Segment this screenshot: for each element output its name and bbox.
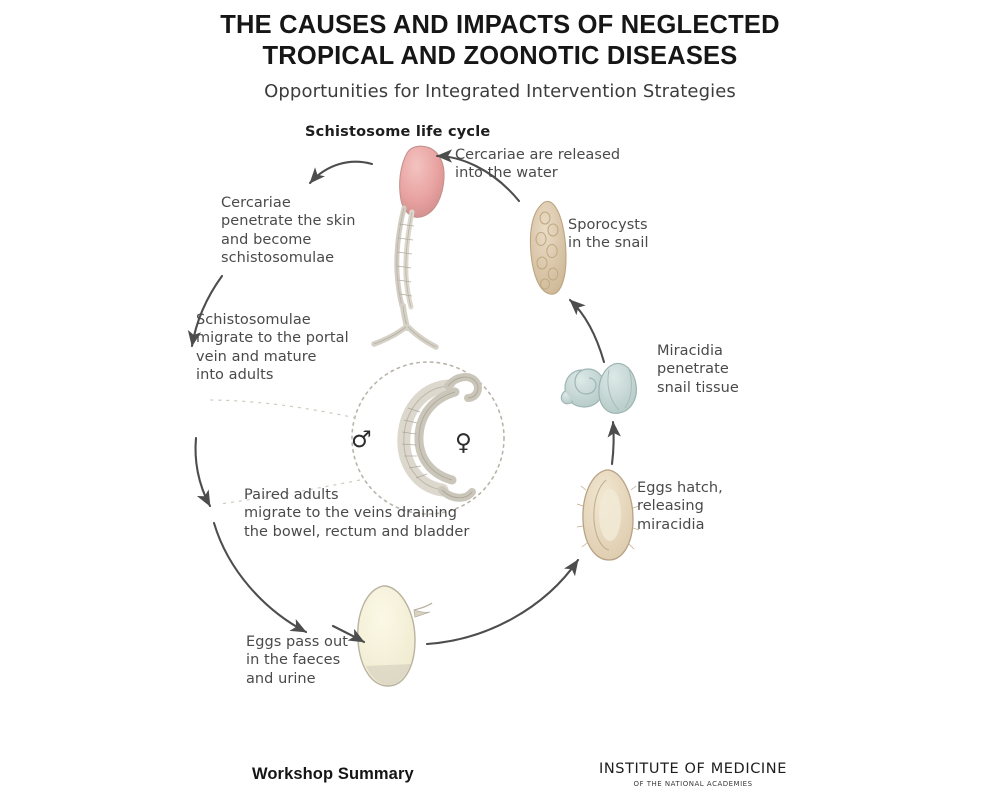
sporocyst-illustration — [529, 200, 567, 295]
life-cycle-illustration: ♂ ♀ — [187, 145, 640, 687]
label-eggs-pass-out: Eggs pass out in the faeces and urine — [246, 634, 348, 687]
arrow-adults-to-eggs — [212, 521, 308, 634]
page-subtitle: Opportunities for Integrated Interventio… — [264, 81, 736, 103]
label-schistosomulae-migrate: Schistosomulae migrate to the portal vei… — [196, 312, 349, 384]
label-paired-adults: Paired adults migrate to the veins drain… — [244, 487, 470, 540]
label-miracidia-penetrate: Miracidia penetrate snail tissue — [657, 343, 739, 396]
male-symbol: ♂ — [351, 427, 372, 453]
hatching-egg-illustration — [576, 469, 640, 561]
cercaria-illustration — [371, 145, 445, 350]
title-line-1: THE CAUSES AND IMPACTS OF NEGLECTED — [220, 11, 780, 39]
label-eggs-hatch: Eggs hatch, releasing miracidia — [637, 480, 723, 533]
arrow-egg-to-hatching — [425, 558, 580, 646]
publisher-name: INSTITUTE OF MEDICINE — [598, 761, 788, 777]
arrow-sporocyst-to-cercaria — [435, 149, 521, 203]
diagram-heading: Schistosome life cycle — [305, 124, 491, 140]
arrow-portal-to-adults — [194, 436, 212, 508]
snail-illustration — [560, 368, 605, 408]
institute-of-medicine-logo: INSTITUTE OF MEDICINE OF THE NATIONAL AC… — [598, 762, 788, 788]
title-block: THE CAUSES AND IMPACTS OF NEGLECTED TROP… — [0, 10, 1000, 102]
cycle-arrows — [187, 149, 621, 646]
passed-egg-illustration — [357, 585, 433, 687]
miracidium-illustration — [598, 362, 637, 414]
arrow-hatching-to-miracidia — [607, 420, 621, 466]
adult-pair-magnifier: ♂ ♀ — [205, 361, 505, 515]
schistosome-life-cycle-diagram: ♂ ♀ — [0, 108, 1000, 728]
arrow-skin-to-portal-vein — [187, 274, 224, 348]
workshop-summary-label: Workshop Summary — [252, 765, 414, 783]
label-sporocysts-in-snail: Sporocysts in the snail — [568, 217, 649, 252]
title-line-2: TROPICAL AND ZOONOTIC DISEASES — [262, 42, 738, 71]
arrow-to-passed-egg — [331, 624, 366, 644]
page-title: THE CAUSES AND IMPACTS OF NEGLECTED TROP… — [0, 10, 1000, 72]
female-symbol: ♀ — [455, 430, 472, 456]
publisher-subtitle: OF THE NATIONAL ACADEMIES — [633, 779, 753, 788]
label-cercariae-released: Cercariae are released into the water — [455, 147, 621, 182]
arrow-miracidia-to-sporocyst — [568, 298, 606, 364]
arrow-cercaria-to-skin — [308, 160, 374, 185]
label-cercariae-penetrate: Cercariae penetrate the skin and become … — [221, 195, 356, 267]
